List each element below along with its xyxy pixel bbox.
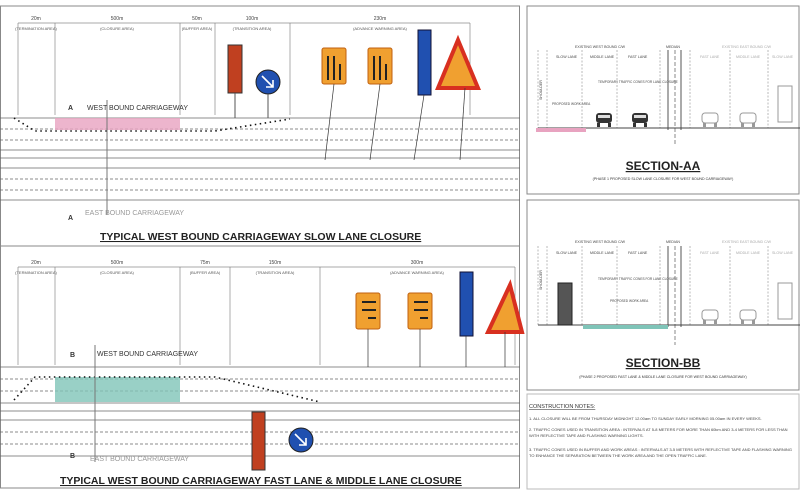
section-bb-frame: [526, 199, 800, 391]
arrow-board-sign-icon: [251, 411, 266, 471]
area-termination: (TERMINATION AREA): [15, 270, 57, 275]
car-icon: [596, 113, 612, 127]
roadworks-warning-sign-icon: [435, 34, 481, 90]
lane-east-middle: MIDDLE LANE: [736, 251, 761, 255]
median-label: MEDIAN: [666, 240, 680, 244]
work-area-label: PROPOSED WORK AREA: [610, 299, 649, 303]
lane-east-fast: FAST LANE: [700, 55, 720, 59]
section-marker-a-top: A: [68, 105, 73, 112]
information-sign-icon: [459, 271, 474, 337]
existing-west-label: EXISTING WEST BOUND C/W: [575, 240, 626, 244]
area-buffer: (BUFFER AREA): [190, 270, 221, 275]
lane-west-slow: SLOW LANE: [556, 55, 578, 59]
dim-termination: 20m: [31, 16, 41, 22]
shoulder-label: SHOULDER: [539, 270, 543, 290]
notes-frame: [526, 393, 800, 490]
dim-transition: 150m: [269, 260, 282, 266]
area-transition: (TRANSITION AREA): [256, 270, 295, 275]
roadworks-warning-sign-icon: [484, 279, 525, 334]
lane-west-middle: MIDDLE LANE: [590, 251, 615, 255]
work-area-label: PROPOSED WORK AREA: [552, 102, 591, 106]
traffic-cones-line: [13, 376, 321, 403]
note-1: 1. ALL CLOSURE WILL BE FROM THURSDAY MID…: [529, 416, 762, 421]
area-termination: (TERMINATION AREA): [15, 26, 57, 31]
plan-bottom-title: TYPICAL WEST BOUND CARRIAGEWAY FAST LANE…: [60, 475, 462, 487]
car-icon: [739, 309, 757, 325]
plan-top-title: TYPICAL WEST BOUND CARRIAGEWAY SLOW LANE…: [100, 231, 421, 243]
section-aa-subtitle: (PHASE 1 PROPOSED SLOW LANE CLOSURE FOR …: [593, 177, 734, 181]
eastbound-label: EAST BOUND CARRIAGEWAY: [85, 210, 184, 217]
dim-termination: 20m: [31, 260, 41, 266]
section-bb-subtitle: (PHASE 2 PROPOSED FAST LANE & MIDDLE LAN…: [579, 375, 746, 379]
plan-bottom: 20m 500m 75m 150m 300m (TERMINATION AREA…: [0, 260, 525, 487]
closure-area-fill: [55, 118, 180, 130]
area-closure: (CLOSURE AREA): [100, 26, 134, 31]
dim-buffer: 75m: [200, 260, 210, 266]
dim-advance: 230m: [374, 16, 387, 22]
shoulder-label: SHOULDER: [539, 80, 543, 100]
area-closure: (CLOSURE AREA): [100, 270, 134, 275]
closure-area-fill: [55, 377, 180, 402]
section-marker-b-bottom: B: [70, 453, 75, 460]
eastbound-label: EAST BOUND CARRIAGEWAY: [90, 456, 189, 463]
lane-east-middle: MIDDLE LANE: [736, 55, 761, 59]
car-icon: [739, 112, 757, 128]
existing-east-label: EXISTING EAST BOUND C/W: [722, 45, 772, 49]
existing-west-label: EXISTING WEST BOUND C/W: [575, 45, 626, 49]
section-bb: EXISTING WEST BOUND C/W MEDIAN EXISTING …: [537, 240, 800, 379]
dim-buffer: 50m: [192, 16, 202, 22]
cones-label: TEMPORARY TRAFFIC CONES FOR LANE CLOSURE: [598, 80, 678, 84]
dim-closure: 500m: [111, 260, 124, 266]
area-advance: (ADVANCE WARNING AREA): [353, 26, 407, 31]
dim-closure: 500m: [111, 16, 124, 22]
car-icon: [632, 113, 648, 127]
truck-icon: [777, 85, 793, 123]
lane-west-slow: SLOW LANE: [556, 251, 578, 255]
lane-west-fast: FAST LANE: [628, 55, 648, 59]
lane-west-fast: FAST LANE: [628, 251, 648, 255]
westbound-label: WEST BOUND CARRIAGEWAY: [97, 351, 198, 358]
plan-top: 20m 500m 50m 100m 230m (TERMINATION AREA…: [0, 16, 520, 243]
left-frame: [0, 5, 520, 489]
section-marker-b-top: B: [70, 352, 75, 359]
section-aa-title: SECTION-AA: [626, 159, 701, 173]
existing-east-label: EXISTING EAST BOUND C/W: [722, 240, 772, 244]
cones-label: TEMPORARY TRAFFIC CONES FOR LANE CLOSURE: [598, 277, 678, 281]
car-icon: [701, 112, 719, 128]
lane-east-fast: FAST LANE: [700, 251, 720, 255]
note-2-cont: WITH REFLECTIVE TAPE AND FLASHING WARNIN…: [529, 433, 644, 438]
median-label: MEDIAN: [666, 45, 680, 49]
note-3: 3. TRAFFIC CONES USED IN BUFFER AND WORK…: [529, 447, 792, 452]
lane-east-slow: SLOW LANE: [772, 251, 794, 255]
note-3-cont: TO ENHANCE THE SEPARATION BETWEEN THE WO…: [529, 453, 707, 458]
notes-heading: CONSTRUCTION NOTES:: [529, 404, 596, 410]
work-area-fill: [583, 325, 668, 329]
lane-west-middle: MIDDLE LANE: [590, 55, 615, 59]
lane-east-slow: SLOW LANE: [772, 55, 794, 59]
area-advance: (ADVANCE WARNING AREA): [390, 270, 444, 275]
section-bb-title: SECTION-BB: [626, 356, 701, 370]
car-icon: [701, 309, 719, 325]
westbound-label: WEST BOUND CARRIAGEWAY: [87, 105, 188, 112]
truck-icon: [557, 282, 573, 326]
arrow-board-sign-icon: [227, 44, 243, 94]
truck-icon: [777, 282, 793, 320]
section-aa: EXISTING WEST BOUND C/W MEDIAN EXISTING …: [536, 45, 800, 181]
work-area-fill: [536, 128, 586, 132]
construction-notes: CONSTRUCTION NOTES: 1. ALL CLOSURE WILL …: [529, 404, 792, 458]
area-buffer: (BUFFER AREA): [182, 26, 213, 31]
information-sign-icon: [417, 29, 432, 96]
section-aa-frame: [526, 5, 800, 195]
dim-advance: 300m: [411, 260, 424, 266]
area-transition: (TRANSITION AREA): [233, 26, 272, 31]
section-marker-a-bottom: A: [68, 215, 73, 222]
note-2: 2. TRAFFIC CONES USED IN TRANSITION AREA…: [529, 427, 788, 432]
dim-transition: 100m: [246, 16, 259, 22]
